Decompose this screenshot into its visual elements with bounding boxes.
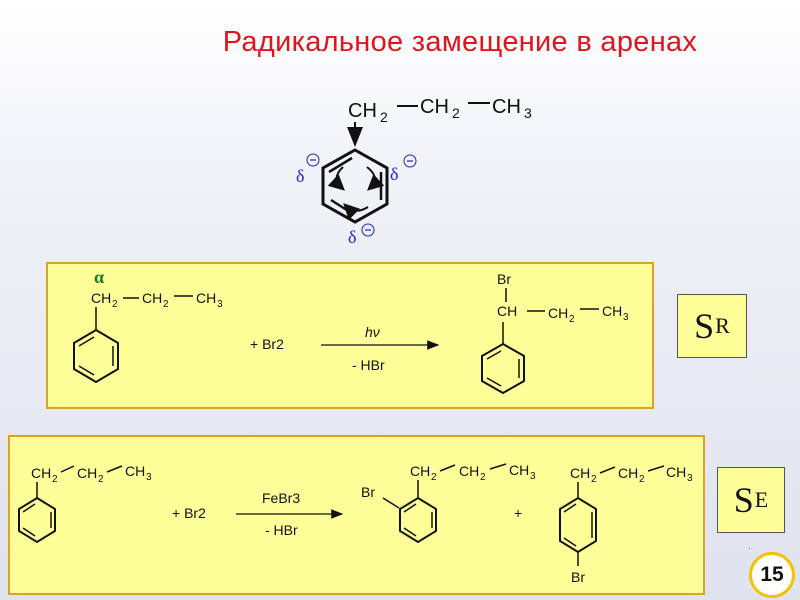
bond-line (439, 464, 456, 472)
se-ch2-1-base: CH (31, 465, 51, 481)
sr-product-ch2-sub: 2 (569, 314, 575, 325)
sr-ch3-sub: 3 (217, 299, 223, 310)
double-bond (486, 377, 502, 387)
delta-ortho-right: δ (390, 164, 398, 184)
para-ch3-base: CH (666, 464, 686, 480)
benzene-ring (18, 496, 56, 544)
badge-letter: S (733, 480, 754, 520)
se-reaction-box (8, 435, 705, 595)
plus-sign: + (514, 505, 522, 521)
se-ch3-sub: 3 (146, 472, 152, 483)
top-ch3-sub: 3 (524, 105, 532, 121)
sr-product-ch: CH (497, 303, 517, 319)
ortho-ch3-sub: 3 (530, 471, 536, 482)
bond-line (599, 466, 616, 474)
bond-line (60, 465, 75, 473)
double-bond (563, 537, 577, 547)
minus-charge-icon (306, 153, 320, 167)
sr-reaction: α CH 2 CH 2 CH 3 + Br2 hν - HBr Br CH CH… (73, 267, 629, 395)
ortho-ch2-2-base: CH (459, 463, 479, 479)
sr-product-ch3-base: CH (602, 303, 622, 319)
bond-line (382, 497, 400, 509)
badge-subscript: R (715, 313, 730, 338)
se-ch2-2-sub: 2 (98, 474, 104, 485)
ortho-br: Br (361, 484, 375, 500)
para-ch2-2-sub: 2 (639, 474, 645, 485)
badge-subscript: E (754, 487, 769, 512)
ortho-ch2-1-base: CH (410, 463, 430, 479)
sr-product-br: Br (497, 271, 511, 287)
para-ch2-1-base: CH (570, 465, 590, 481)
ortho-ch2-1-sub: 2 (431, 472, 437, 483)
alpha-label: α (94, 267, 104, 287)
double-bond (563, 503, 577, 513)
benzene-ring (321, 148, 389, 224)
decor-dot: · (748, 543, 752, 554)
bond-line (106, 465, 123, 473)
sr-ch3-base: CH (196, 290, 216, 306)
se-ch2-1-sub: 2 (52, 474, 58, 485)
benzene-ring (481, 342, 525, 395)
curved-arrow (327, 166, 345, 191)
sr-reagent: + Br2 (250, 336, 284, 352)
se-ch3-base: CH (125, 463, 145, 479)
se-reagent: + Br2 (172, 505, 206, 521)
para-ch2-2-base: CH (618, 465, 638, 481)
sr-ch2-2-sub: 2 (163, 299, 169, 310)
top-ch2-2-sub: 2 (452, 105, 460, 121)
double-bond (328, 156, 353, 174)
badge-letter: S (694, 306, 715, 346)
se-condition-hbr: - HBr (265, 522, 298, 538)
bond-line (647, 465, 665, 472)
page-number: 15 (749, 552, 795, 598)
sr-condition-hbr: - HBr (352, 357, 385, 373)
para-ch2-1-sub: 2 (591, 474, 597, 485)
sr-condition-light: hν (365, 324, 380, 340)
double-bond (78, 336, 95, 347)
para-ch3-sub: 3 (687, 473, 693, 484)
sr-product-ch2-base: CH (548, 305, 568, 321)
ortho-ch3-base: CH (509, 462, 529, 478)
double-bond (22, 527, 36, 537)
para-br: Br (571, 569, 585, 585)
bond-line (489, 463, 507, 470)
sr-product-ch3-sub: 3 (623, 312, 629, 323)
minus-charge-icon (361, 223, 375, 237)
curved-arrow (343, 203, 369, 221)
page-title: Радикальное замещение в аренах (222, 26, 698, 58)
sr-ch2-2-base: CH (142, 290, 162, 306)
se-ch2-2-base: CH (77, 465, 97, 481)
sr-reaction-box (46, 262, 654, 409)
double-bond (403, 527, 417, 537)
top-ch3-base: CH (492, 96, 521, 118)
double-bond (403, 503, 417, 513)
delta-ortho-left: δ (296, 166, 304, 186)
curved-arrow (366, 166, 385, 191)
top-ch2-1-sub: 2 (380, 109, 388, 125)
benzene-ring (399, 496, 437, 544)
top-propylbenzene: CH 2 CH 2 CH 3 δ δ δ (296, 96, 532, 247)
minus-charge-icon (403, 154, 417, 168)
double-bond (78, 365, 95, 376)
delta-para: δ (348, 227, 356, 247)
benzene-ring (73, 328, 119, 384)
ortho-ch2-2-sub: 2 (480, 472, 486, 483)
double-bond (22, 503, 36, 513)
top-ch2-1-base: CH (348, 100, 377, 122)
se-reaction: CH 2 CH 2 CH 3 + Br2 FeBr3 - HBr CH 2 CH… (18, 462, 693, 585)
sr-ch2-1-base: CH (91, 290, 111, 306)
double-bond (486, 350, 502, 360)
top-ch2-2-base: CH (420, 96, 449, 118)
sr-ch2-1-sub: 2 (112, 299, 118, 310)
se-condition-catalyst: FeBr3 (262, 490, 300, 506)
